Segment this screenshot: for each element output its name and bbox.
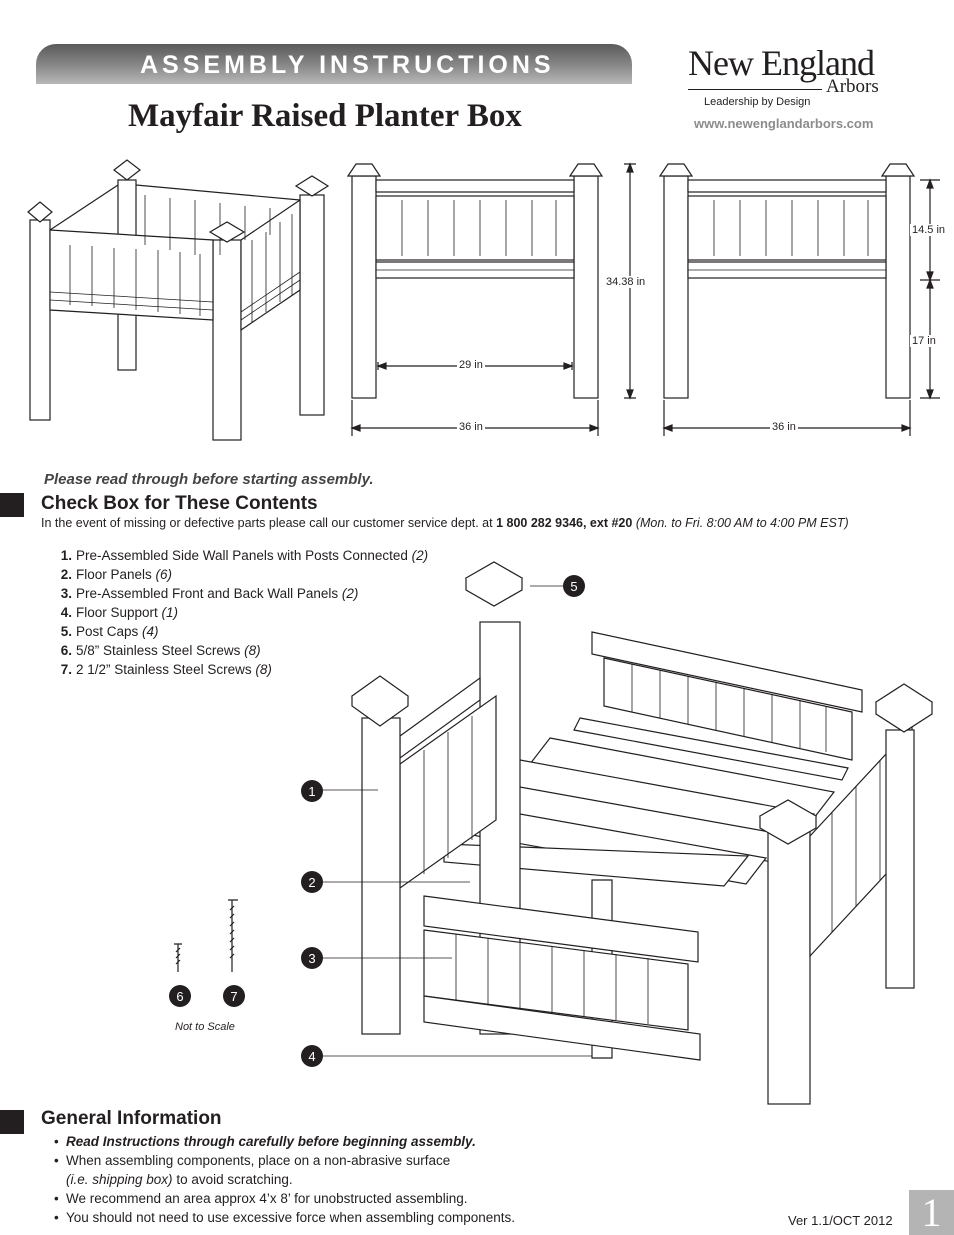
list-item: 1. Pre-Assembled Side Wall Panels with Po… <box>52 546 428 565</box>
item-qty: (4) <box>142 624 159 639</box>
section-marker <box>0 1110 24 1134</box>
brand-tagline: Leadership by Design <box>704 96 811 108</box>
bullet: • <box>54 1210 59 1225</box>
item-label: Post Caps <box>76 624 143 639</box>
item-qty: (1) <box>161 605 179 620</box>
callout-6-label: 6 <box>176 989 183 1004</box>
item-qty: (6) <box>155 567 173 582</box>
item-label: Pre-Assembled Front and Back Wall Panels <box>76 586 342 601</box>
item-qty: (8) <box>255 662 272 677</box>
item-qty: (2) <box>341 586 359 601</box>
callout-5 <box>563 575 585 597</box>
general-item-text: You should not need to use excessive for… <box>66 1210 516 1225</box>
assembled-planter-drawing <box>27 159 330 441</box>
item-number: 6. <box>60 643 72 658</box>
item-label: Floor Support <box>76 605 162 620</box>
front-elevation-drawing <box>346 162 636 436</box>
callout-1 <box>301 780 323 802</box>
bullet: • <box>54 1153 59 1168</box>
general-item-italic: (i.e. shipping box) <box>66 1172 173 1187</box>
list-item: 5. Post Caps (4) <box>52 622 428 641</box>
list-item: 6. 5/8” Stainless Steel Screws (8) <box>52 641 428 660</box>
contents-note: In the event of missing or defective par… <box>41 516 849 530</box>
callout-3-label: 3 <box>308 951 315 966</box>
list-item: • We recommend an area approx 4’x 8’ for … <box>54 1189 515 1208</box>
list-item: 7. 2 1/2” Stainless Steel Screws (8) <box>52 660 428 679</box>
callout-markers: 1 2 3 4 5 6 7 <box>169 575 585 1067</box>
section-marker <box>0 493 24 517</box>
page-number: 1 <box>909 1190 954 1235</box>
note-hours: (Mon. to Fri. 8:00 AM to 4:00 PM EST) <box>635 516 849 530</box>
not-to-scale-note: Not to Scale <box>175 1021 235 1033</box>
contents-list: 1. Pre-Assembled Side Wall Panels with Po… <box>52 546 428 679</box>
header-banner: ASSEMBLY INSTRUCTIONS <box>36 44 632 84</box>
item-number: 7. <box>60 662 72 677</box>
version-label: Ver 1.1/OCT 2012 <box>788 1213 893 1228</box>
callout-5-label: 5 <box>570 579 577 594</box>
callout-1-label: 1 <box>308 784 315 799</box>
callout-2-label: 2 <box>308 875 315 890</box>
item-number: 5. <box>60 624 72 639</box>
callout-7 <box>223 985 245 1007</box>
item-number: 3. <box>60 586 72 601</box>
item-label: 5/8” Stainless Steel Screws <box>76 643 245 658</box>
item-number: 2. <box>60 567 72 582</box>
bullet: • <box>54 1134 59 1149</box>
item-label: Pre-Assembled Side Wall Panels with Post… <box>76 548 412 563</box>
read-first-note: Please read through before starting asse… <box>44 471 374 488</box>
dim-leg-height: 17 in <box>910 335 938 347</box>
item-qty: (8) <box>244 643 261 658</box>
general-item-text: When assembling components, place on a n… <box>66 1153 451 1168</box>
item-label: 2 1/2” Stainless Steel Screws <box>76 662 256 677</box>
list-item: • You should not need to use excessive fo… <box>54 1208 515 1227</box>
brand-name-second: Arbors <box>826 76 879 97</box>
logo-rule <box>688 89 822 90</box>
list-item: 4. Floor Support (1) <box>52 603 428 622</box>
bullet: • <box>54 1191 59 1206</box>
website-url[interactable]: www.newenglandarbors.com <box>694 116 874 131</box>
dim-inner-width: 29 in <box>457 359 485 371</box>
note-prefix: In the event of missing or defective par… <box>41 516 497 530</box>
page-title: Mayfair Raised Planter Box <box>128 98 522 134</box>
callout-7-label: 7 <box>230 989 237 1004</box>
dim-box-height: 14.5 in <box>910 224 948 236</box>
general-item-text: We recommend an area approx 4’x 8’ for u… <box>66 1191 468 1206</box>
callout-6 <box>169 985 191 1007</box>
exploded-view-drawing <box>174 561 934 1105</box>
callout-2 <box>301 871 323 893</box>
dim-front-width: 36 in <box>457 421 485 433</box>
dim-height-total: 34.38 in <box>604 276 648 288</box>
list-item: • Read Instructions through carefully bef… <box>54 1132 515 1151</box>
list-item-continuation: (i.e. shipping box) to avoid scratching. <box>54 1170 515 1189</box>
callout-4-label: 4 <box>308 1049 315 1064</box>
item-number: 1. <box>60 548 72 563</box>
list-item: • When assembling components, place on a … <box>54 1151 515 1170</box>
general-list: • Read Instructions through carefully bef… <box>54 1132 515 1227</box>
general-item-text: Read Instructions through carefully befo… <box>66 1134 476 1149</box>
brand-logo: New England Arbors Leadership by Design <box>688 42 908 134</box>
contents-heading: Check Box for These Contents <box>41 493 318 514</box>
general-item-text: to avoid scratching. <box>172 1172 293 1187</box>
item-label: Floor Panels <box>76 567 156 582</box>
list-item: 3. Pre-Assembled Front and Back Wall Pane… <box>52 584 428 603</box>
list-item: 2. Floor Panels (6) <box>52 565 428 584</box>
side-elevation-drawing <box>658 163 940 436</box>
general-heading: General Information <box>41 1108 222 1129</box>
item-qty: (2) <box>411 548 429 563</box>
note-phone[interactable]: 1 800 282 9346, ext #20 <box>496 516 633 530</box>
dim-side-width: 36 in <box>770 421 798 433</box>
callout-4 <box>301 1045 323 1067</box>
callout-3 <box>301 947 323 969</box>
item-number: 4. <box>60 605 72 620</box>
brand-name: New England <box>688 43 875 83</box>
